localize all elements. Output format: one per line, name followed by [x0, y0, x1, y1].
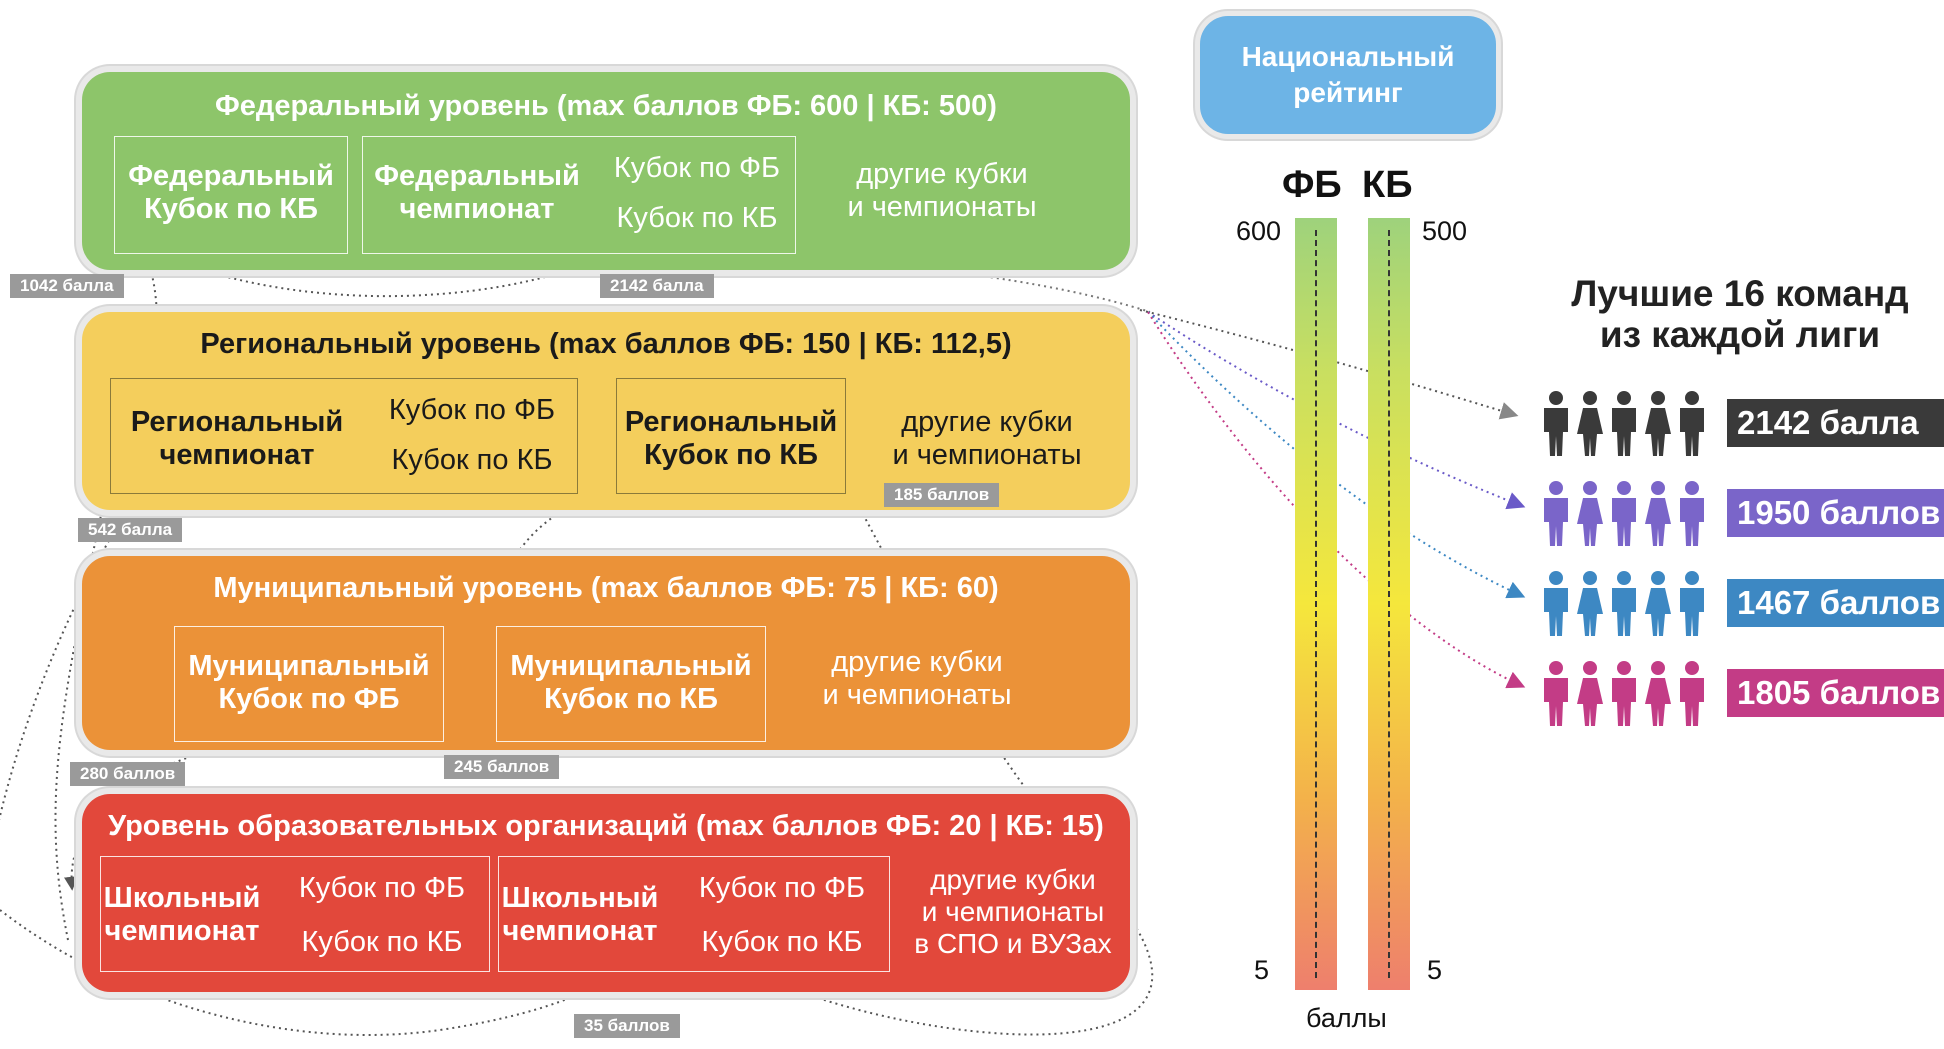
fb-scale-dash [1315, 230, 1317, 978]
school-championship-label-2: Школьный чемпионат [501, 882, 659, 948]
school-other-cups: другие кубки и чемпионаты в СПО и ВУЗах [914, 864, 1112, 960]
municipal-other-cups: другие кубки и чемпионаты [822, 646, 1012, 712]
regional-championship-cup-fb: Кубок по ФБ [388, 394, 556, 426]
regional-other-cups: другие кубки и чемпионаты [892, 406, 1082, 472]
score-tag-1042: 1042 балла [10, 274, 124, 298]
people-group-icon [1544, 391, 1704, 456]
federal-championship-box [362, 136, 796, 254]
rating-axis-label: баллы [1306, 1003, 1387, 1033]
people-group-icon [1544, 661, 1704, 726]
school-cup-kb-1: Кубок по КБ [301, 926, 463, 958]
score-tag-280: 280 баллов [70, 762, 186, 786]
federal-championship-cup-kb: Кубок по КБ [616, 202, 778, 234]
score-tag-185: 185 баллов [884, 483, 1000, 507]
fb-rating-scale-bar [1295, 218, 1337, 990]
federal-championship-label: Федеральный чемпионат [374, 160, 580, 226]
people-group-icon [1544, 571, 1704, 636]
team-score-tag: 2142 балла [1727, 399, 1944, 447]
municipal-cup-kb-label: Муниципальный Кубок по КБ [510, 650, 752, 716]
municipal-cup-kb-box [496, 626, 766, 742]
regional-level-panel: Региональный уровень (max баллов ФБ: 150… [82, 312, 1130, 510]
regional-championship-cup-kb: Кубок по КБ [391, 444, 553, 476]
school-championship-box-2 [498, 856, 890, 972]
column-head-fb: ФБ [1282, 164, 1342, 206]
national-rating-box: Национальный рейтинг [1200, 16, 1496, 134]
school-cup-kb-2: Кубок по КБ [701, 926, 863, 958]
school-championship-label-1: Школьный чемпионат [103, 882, 261, 948]
fb-max-value: 600 [1236, 216, 1282, 246]
federal-level-title: Федеральный уровень (max баллов ФБ: 600 … [215, 90, 997, 122]
score-tag-542: 542 балла [78, 518, 183, 542]
municipal-cup-fb-box [174, 626, 444, 742]
school-cup-fb-1: Кубок по ФБ [298, 872, 466, 904]
regional-level-title: Региональный уровень (max баллов ФБ: 150… [200, 328, 1012, 360]
best-teams-title: Лучшие 16 команд из каждой лиги [1571, 273, 1909, 355]
school-level-panel: Уровень образовательных организаций (max… [82, 794, 1130, 992]
kb-scale-dash [1388, 230, 1390, 978]
team-score-tag: 1467 баллов [1727, 579, 1944, 627]
federal-cup-kb-label: Федеральный Кубок по КБ [128, 160, 334, 226]
municipal-level-title: Муниципальный уровень (max баллов ФБ: 75… [213, 572, 999, 604]
federal-level-panel: Федеральный уровень (max баллов ФБ: 600 … [82, 72, 1130, 270]
municipal-cup-fb-label: Муниципальный Кубок по ФБ [188, 650, 430, 716]
school-level-title: Уровень образовательных организаций (max… [108, 810, 1104, 842]
federal-championship-cup-fb: Кубок по ФБ [613, 152, 781, 184]
federal-cup-kb-box [114, 136, 348, 254]
federal-other-cups: другие кубки и чемпионаты [847, 158, 1037, 224]
regional-championship-box [110, 378, 578, 494]
column-head-kb: КБ [1362, 164, 1413, 206]
regional-championship-label: Региональный чемпионат [130, 406, 344, 472]
school-cup-fb-2: Кубок по ФБ [698, 872, 866, 904]
regional-cup-kb-label: Региональный Кубок по КБ [624, 406, 838, 472]
national-rating-title: Национальный рейтинг [1241, 40, 1455, 108]
team-score-tag: 1950 баллов [1727, 489, 1944, 537]
kb-rating-scale-bar [1368, 218, 1410, 990]
school-championship-box-1 [100, 856, 490, 972]
score-tag-2142: 2142 балла [600, 274, 714, 298]
people-group-icon [1544, 481, 1704, 546]
kb-max-value: 500 [1422, 216, 1468, 246]
team-score-tag: 1805 баллов [1727, 669, 1944, 717]
score-tag-245: 245 баллов [444, 755, 560, 779]
municipal-level-panel: Муниципальный уровень (max баллов ФБ: 75… [82, 556, 1130, 750]
regional-cup-kb-box [616, 378, 846, 494]
kb-min-value: 5 [1427, 955, 1443, 985]
fb-min-value: 5 [1254, 955, 1270, 985]
score-tag-35: 35 баллов [574, 1014, 680, 1038]
